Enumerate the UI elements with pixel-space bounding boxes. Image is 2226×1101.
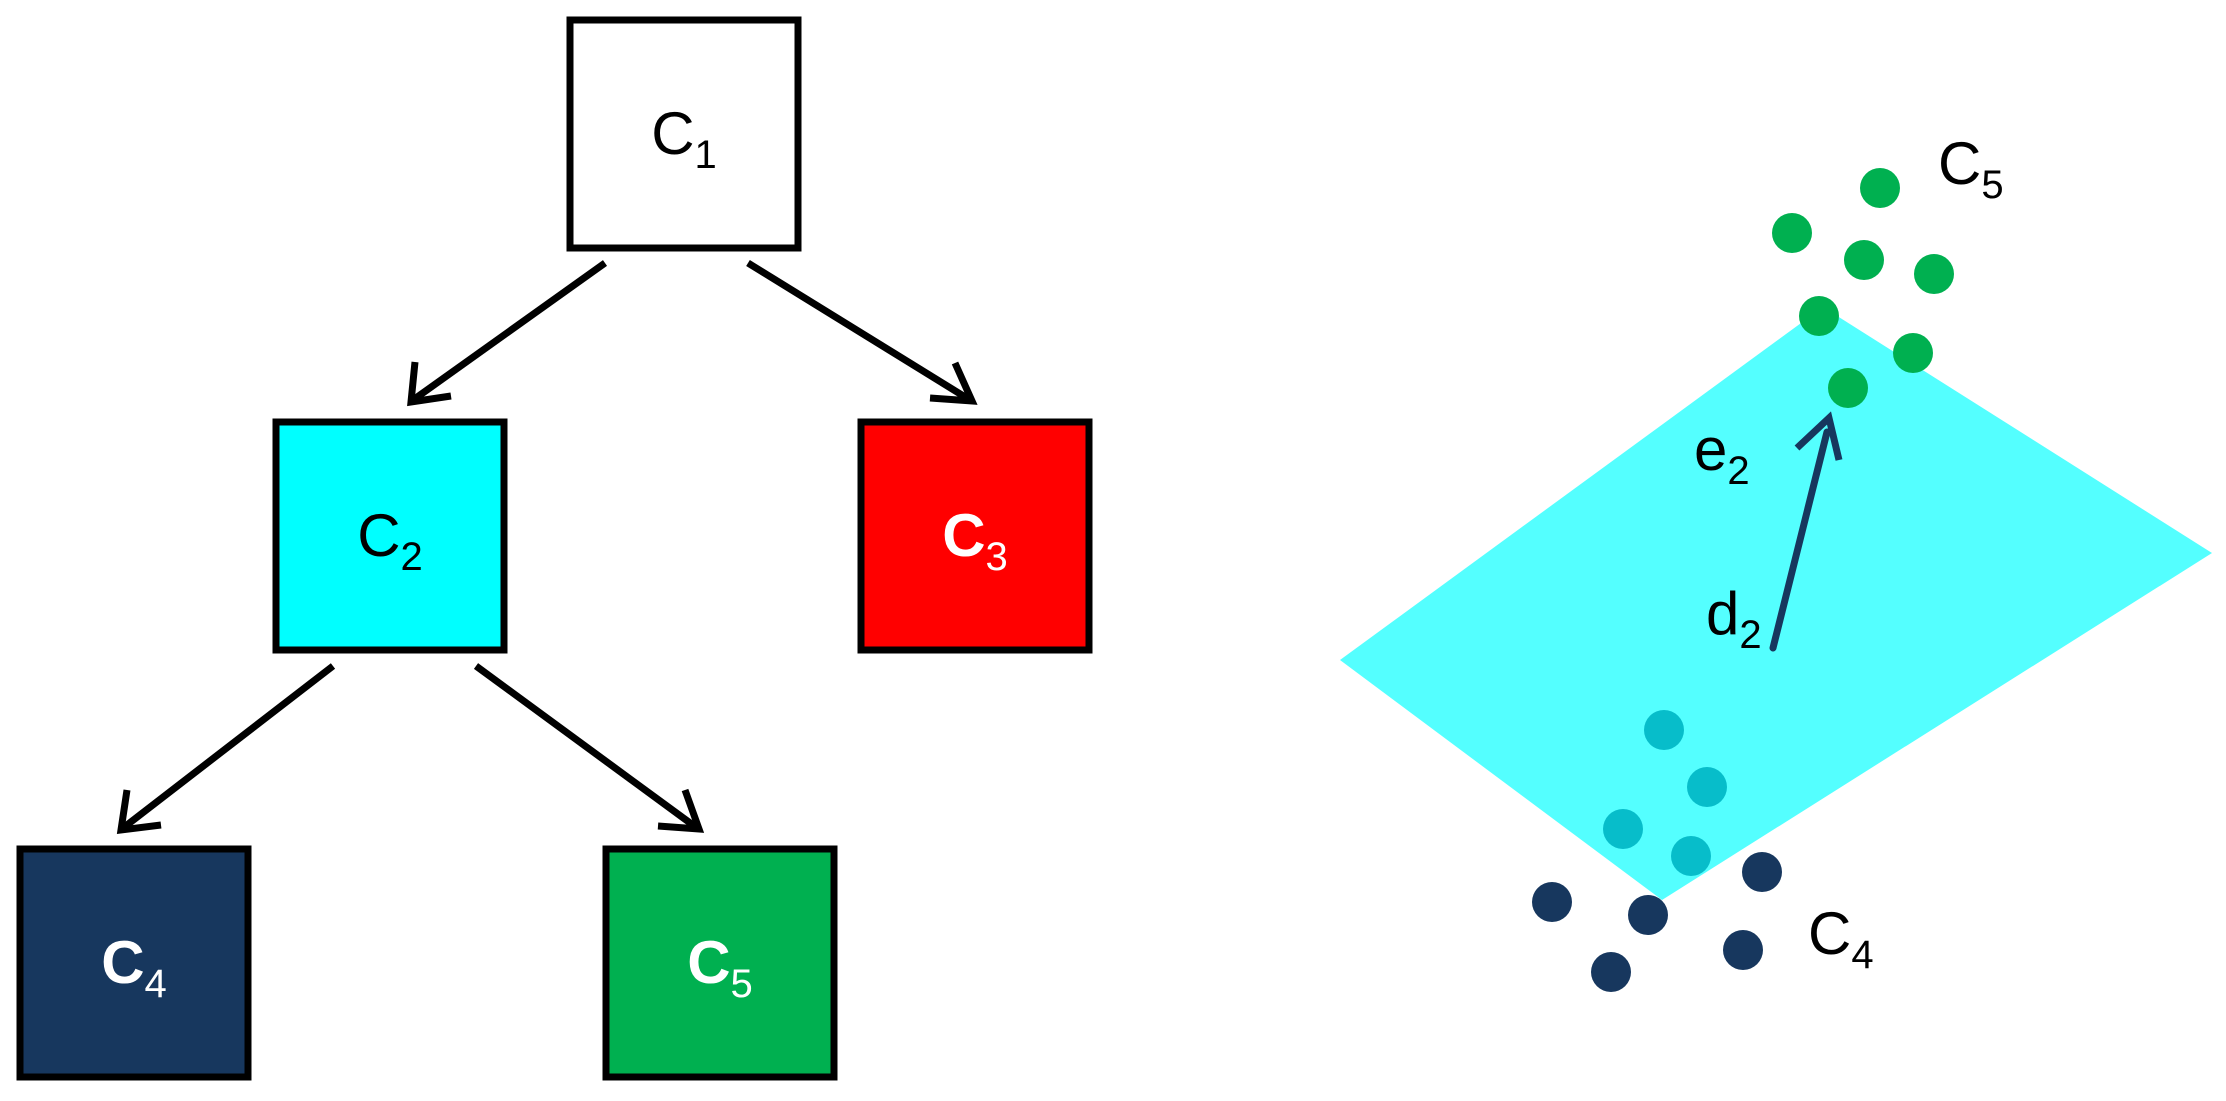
tree-node-c5: C5 xyxy=(602,845,838,1081)
c4-point xyxy=(1591,952,1631,992)
node-label-c3: C3 xyxy=(942,502,1008,579)
cluster-c4-label: C4 xyxy=(1808,900,1874,977)
node-box-c4 xyxy=(16,845,252,1081)
node-label-c5: C5 xyxy=(687,929,753,1006)
c5-point xyxy=(1828,368,1868,408)
tree-diagram: C1 C2 C3 C4 C5 xyxy=(16,16,1093,1081)
tree-node-c1: C1 xyxy=(566,16,802,252)
tree-node-c2: C2 xyxy=(272,418,508,654)
c5-point xyxy=(1860,168,1900,208)
tree-node-c4: C4 xyxy=(16,845,252,1081)
c5-point xyxy=(1844,240,1884,280)
projection-diagram: C5 C4 e2 d2 xyxy=(1340,130,2212,992)
edge-c1-c3 xyxy=(746,260,978,405)
node-box-c2 xyxy=(272,418,508,654)
c4-point xyxy=(1532,882,1572,922)
node-box-c1 xyxy=(566,16,802,252)
edge-c2-c5 xyxy=(473,663,705,833)
tree-node-c3: C3 xyxy=(857,418,1093,654)
node-box-c3 xyxy=(857,418,1093,654)
edge-c2-c4 xyxy=(116,663,336,835)
edge-c1-c2 xyxy=(407,260,608,407)
cluster-c5-label: C5 xyxy=(1938,130,2004,207)
hyperplane xyxy=(1340,307,2212,900)
node-label-c2: C2 xyxy=(357,502,423,579)
node-label-c1: C1 xyxy=(651,100,717,177)
cluster-c5-points xyxy=(1772,168,1954,408)
c4-point xyxy=(1723,930,1763,970)
c5-point xyxy=(1914,254,1954,294)
vector-d2-label: d2 xyxy=(1706,580,1762,657)
node-label-c4: C4 xyxy=(101,929,167,1006)
direction-arrow xyxy=(1769,411,1843,652)
tree-edges xyxy=(116,260,978,835)
c4-point xyxy=(1628,895,1668,935)
c4-point xyxy=(1742,852,1782,892)
c5-point xyxy=(1799,296,1839,336)
node-box-c5 xyxy=(602,845,838,1081)
c5-point xyxy=(1772,213,1812,253)
vector-e2-label: e2 xyxy=(1694,416,1750,493)
c5-point xyxy=(1893,333,1933,373)
